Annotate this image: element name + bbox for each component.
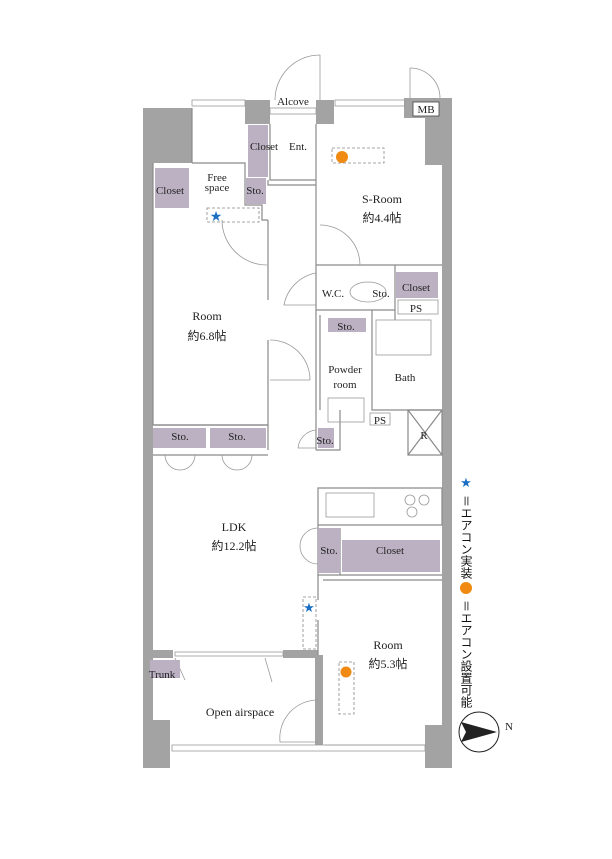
ac-slot-room1: [206, 207, 260, 223]
label-closet-ent: Closet: [250, 141, 278, 153]
label-sto-powder: Sto.: [337, 321, 355, 333]
label-alcove: Alcove: [277, 96, 309, 108]
label-closet-left: Closet: [156, 185, 184, 197]
legend-installable: ＝エアコン設置可能: [459, 600, 473, 708]
label-ldk: LDK: [222, 520, 247, 534]
windows: [171, 99, 426, 752]
legend-dot-icon: [460, 582, 472, 594]
compass-north-label: N: [505, 721, 513, 733]
ac-slot-room2: [338, 661, 355, 715]
label-bath: Bath: [395, 372, 416, 384]
label-closet-right: Closet: [402, 282, 430, 294]
label-r: R: [420, 430, 428, 442]
label-powder-room: Powder: [328, 364, 362, 376]
label-sto-b: Sto.: [228, 431, 246, 443]
label-room2-size: 約5.3帖: [368, 656, 407, 671]
label-entrance: Ent.: [289, 141, 307, 153]
label-mb: MB: [417, 104, 434, 116]
outer-walls: [143, 98, 452, 768]
label-sto-wc: Sto.: [372, 288, 390, 300]
label-free-space: Free: [207, 172, 227, 184]
label-sto-ldk: Sto.: [320, 545, 338, 557]
storage-areas: [150, 125, 440, 678]
ac-installed-star: ★: [210, 210, 223, 225]
legend-installed: ＝エアコン実装: [459, 495, 473, 580]
label-room1: Room: [192, 309, 222, 323]
label-ps1: PS: [410, 303, 422, 315]
label-room2: Room: [373, 638, 403, 652]
ac-installable-dot: [336, 151, 348, 163]
label-s-room-size: 約4.4帖: [362, 210, 401, 225]
compass-icon: [458, 711, 500, 753]
mb-box: [412, 101, 440, 117]
label-ldk-size: 約12.2帖: [211, 538, 256, 553]
ac-installable-dot: [340, 666, 352, 678]
label-closet-room2: Closet: [376, 545, 404, 557]
label-free-space-2: space: [205, 182, 230, 194]
label-powder-room-2: room: [333, 379, 357, 391]
label-sto-a: Sto.: [171, 431, 189, 443]
ac-installed-star: ★: [303, 600, 315, 615]
label-open-airspace: Open airspace: [206, 705, 274, 719]
label-sto-hall: Sto.: [316, 435, 334, 447]
label-room1-size: 約6.8帖: [187, 328, 226, 343]
ac-slot-sroom: [331, 147, 385, 164]
label-wc: W.C.: [322, 288, 344, 300]
label-s-room: S-Room: [362, 192, 403, 206]
label-ps2: PS: [374, 415, 386, 427]
legend-star-icon: ★: [460, 475, 472, 490]
label-trunk: Trunk: [149, 669, 176, 681]
ac-slot-ldk: [302, 596, 317, 650]
label-sto-free: Sto.: [246, 185, 264, 197]
